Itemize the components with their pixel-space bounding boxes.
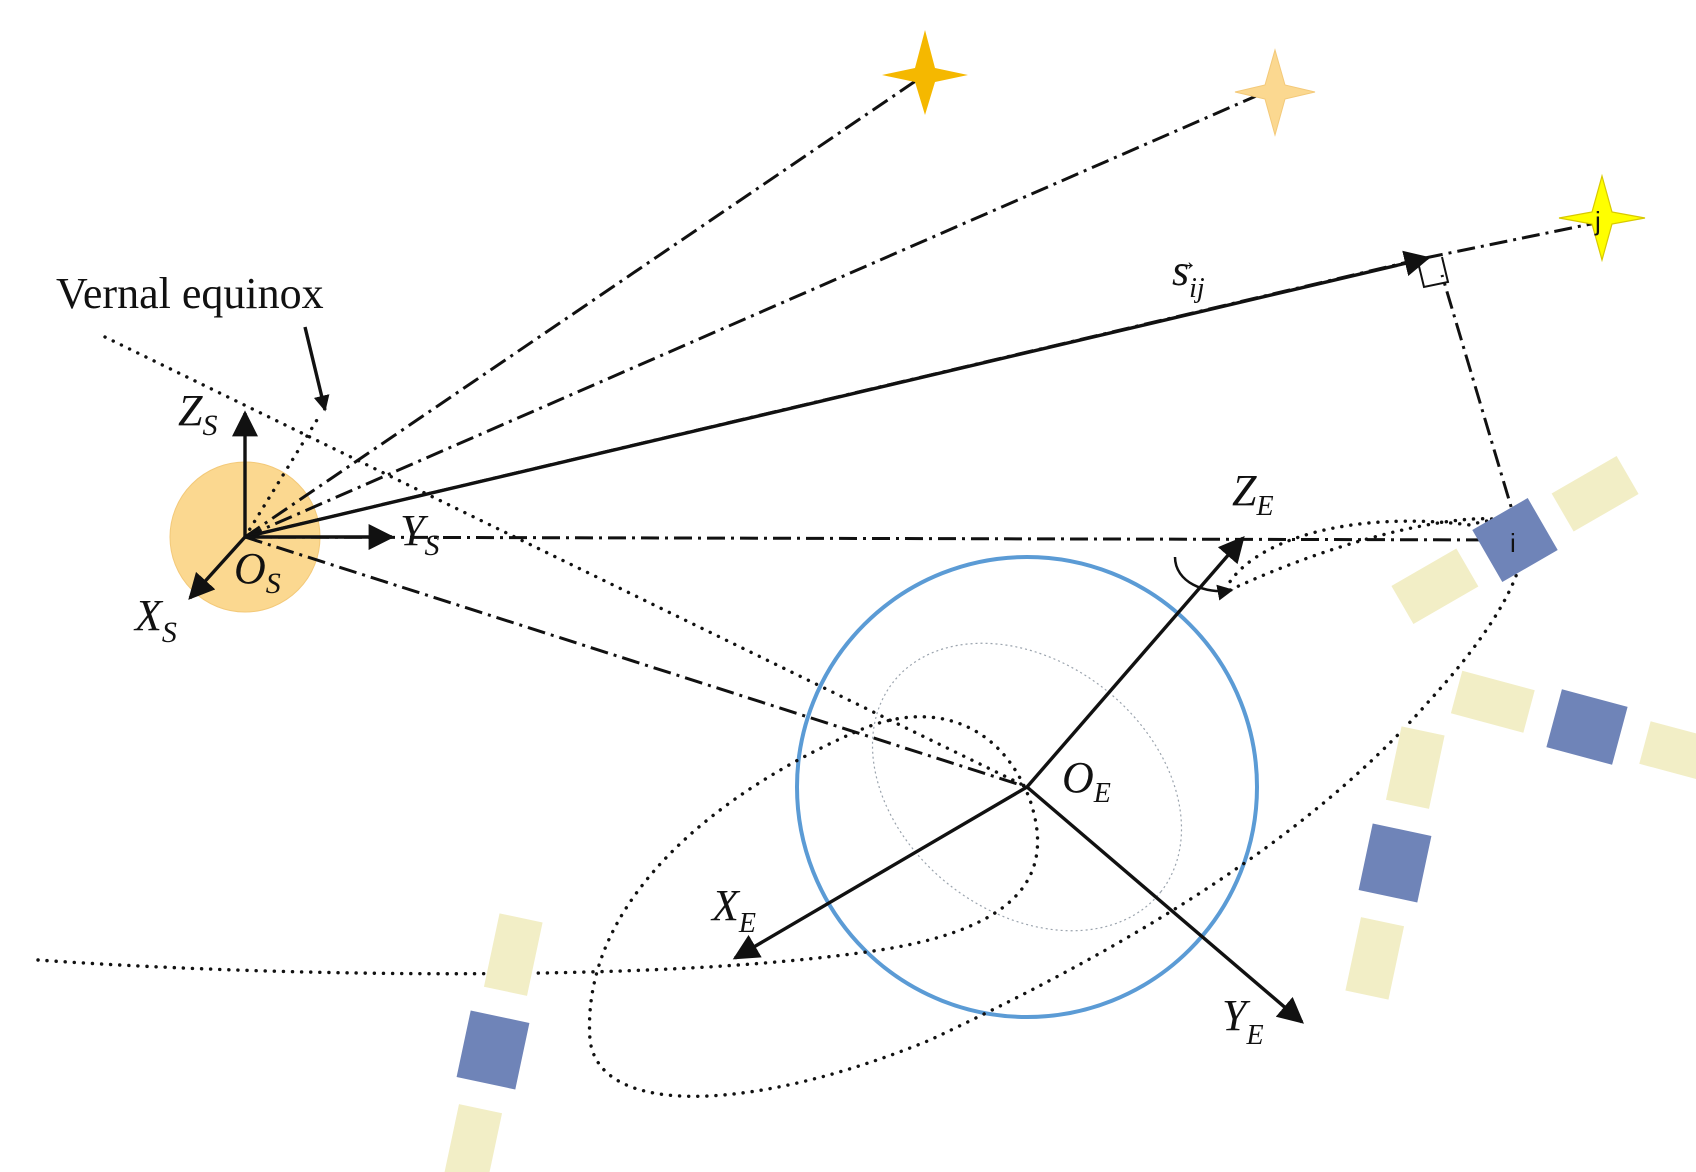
sij-label: sij [1172, 246, 1205, 304]
line-ys-to-sat [244, 535, 1521, 542]
ze-label: ZE [1232, 466, 1274, 522]
satellite-icon [1345, 726, 1445, 1000]
xs-axis-arrow [188, 535, 247, 600]
sat-i-label: i [1510, 528, 1516, 558]
line-to-star-pale [244, 88, 1271, 539]
vernal-dotted-short [243, 413, 322, 539]
xs-label: XS [133, 591, 177, 649]
star-j-label: j [1594, 206, 1601, 236]
line-to-star-j [1424, 216, 1621, 260]
satellite-icon [1450, 670, 1696, 784]
ze-axis-arrow [1025, 536, 1245, 789]
rotation-arc-icon [1173, 556, 1234, 601]
sat-orbit-dotted-path [1228, 517, 1513, 592]
xe-label: XE [710, 881, 756, 939]
zs-label: ZS [178, 386, 217, 442]
sij-vector-arrow-glyph: → [1172, 247, 1198, 276]
line-to-star-orange [244, 76, 921, 539]
line-sat-to-perp [1440, 274, 1520, 531]
star-icon [1234, 48, 1316, 137]
vernal-equinox-label: Vernal equinox [56, 269, 324, 318]
satellite-icon [443, 913, 543, 1172]
star-icon [1558, 173, 1646, 263]
oe-label: OE [1062, 753, 1111, 809]
sij-vector-arrow [244, 250, 1431, 539]
line-to-earth [244, 535, 1028, 789]
star-icon [882, 30, 968, 115]
ye-axis-arrow [1025, 785, 1304, 1024]
right-angle-marker [1417, 256, 1450, 289]
earth-icon [795, 555, 1259, 1019]
os-label: OS [234, 544, 281, 600]
ye-label: YE [1222, 991, 1264, 1051]
xe-axis-arrow [732, 785, 1028, 960]
ys-label: YS [400, 506, 439, 562]
satellite-icon [1391, 455, 1639, 625]
vernal-pointer-arrow [303, 326, 330, 412]
vernal-equinox-dotted-line [103, 335, 1029, 789]
